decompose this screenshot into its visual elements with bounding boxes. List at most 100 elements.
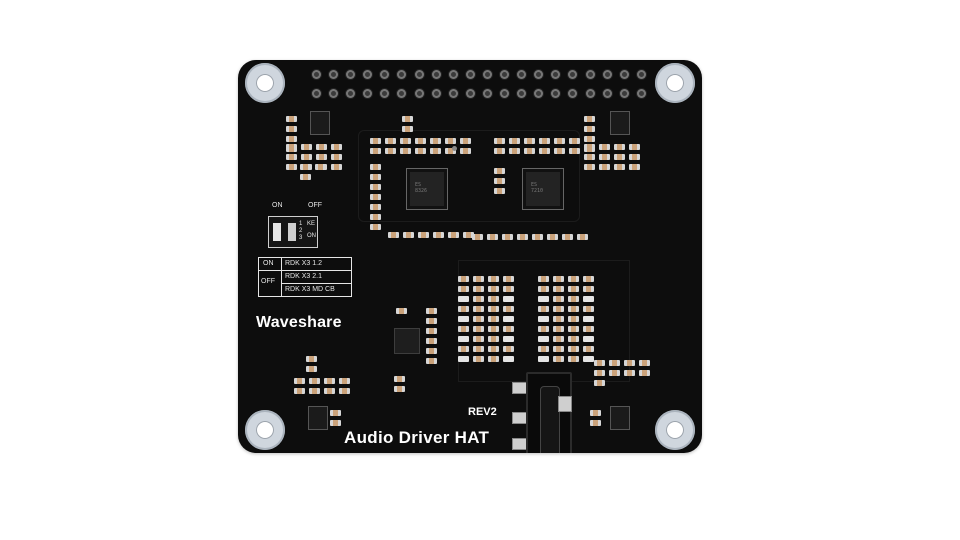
header-pin <box>329 70 339 79</box>
passive-components <box>294 378 354 394</box>
passive-components <box>388 232 478 238</box>
header-pin <box>636 70 646 79</box>
passive-components <box>402 116 414 132</box>
header-pin <box>397 89 407 98</box>
header-pin <box>551 89 561 98</box>
mounting-hole-bottom-right <box>655 410 695 450</box>
header-pin <box>568 70 578 79</box>
gpio-header-row-bottom <box>312 88 646 100</box>
header-pin <box>414 89 424 98</box>
audio-jack[interactable] <box>512 372 576 453</box>
header-pin <box>500 89 510 98</box>
header-pin <box>380 89 390 98</box>
passive-components <box>286 144 346 170</box>
header-pin <box>397 70 407 79</box>
header-pin <box>465 89 475 98</box>
passive-components <box>394 376 418 400</box>
passive-components <box>300 164 336 180</box>
mounting-hole-bottom-left <box>245 410 285 450</box>
header-pin <box>534 89 544 98</box>
header-pin <box>585 89 595 98</box>
dip-switch-lever-2[interactable] <box>288 223 296 241</box>
dip-switch[interactable]: 1 2 3 KE ON <box>268 216 318 248</box>
header-pin <box>431 89 441 98</box>
transistor-chip <box>610 111 630 135</box>
config-row-3-model: RDK X3 MD CB <box>285 286 335 293</box>
chip-marking: ES 7210 <box>531 182 544 194</box>
header-pin <box>312 70 321 79</box>
header-pin <box>636 89 646 98</box>
config-row-2-state: OFF <box>261 278 275 285</box>
header-pin <box>482 70 492 79</box>
config-row-1-state: ON <box>263 260 274 267</box>
pcb-trace <box>358 130 580 222</box>
dip-position-3: 3 <box>299 235 303 241</box>
mounting-hole-top-right <box>655 63 695 103</box>
header-pin <box>363 70 373 79</box>
passive-components <box>494 138 584 154</box>
dip-switch-lever-1[interactable] <box>273 223 281 241</box>
revision-label: REV2 <box>468 406 497 418</box>
passive-components <box>594 360 654 386</box>
brand-name: Waveshare <box>256 314 342 331</box>
fiducial-mark <box>452 146 457 151</box>
config-row-1-model: RDK X3 1.2 <box>285 260 322 267</box>
passive-components <box>472 234 592 240</box>
passive-components <box>584 144 644 170</box>
passive-components <box>370 164 386 244</box>
header-pin <box>448 89 458 98</box>
header-pin <box>363 89 373 98</box>
header-pin <box>329 89 339 98</box>
header-pin <box>380 70 390 79</box>
jack-port[interactable] <box>540 386 560 453</box>
output-filter-grid-left <box>458 276 522 362</box>
mounting-hole-top-left <box>245 63 285 103</box>
header-pin <box>602 89 612 98</box>
passive-components <box>590 410 606 426</box>
header-pin <box>517 70 527 79</box>
config-row-2-model: RDK X3 2.1 <box>285 273 322 280</box>
header-pin <box>534 70 544 79</box>
audio-codec-chip-right: ES 7210 <box>526 172 560 206</box>
passive-components <box>306 356 328 372</box>
header-pin <box>602 70 612 79</box>
amplifier-chip <box>394 328 420 354</box>
chip-marking: ES 8326 <box>415 182 428 194</box>
header-pin <box>585 70 595 79</box>
dip-off-label: OFF <box>308 202 322 209</box>
product-title: Audio Driver HAT <box>344 428 490 447</box>
header-pin <box>619 70 629 79</box>
transistor-chip <box>308 406 328 430</box>
header-pin <box>346 89 356 98</box>
dip-on-label: ON <box>272 202 283 209</box>
transistor-chip <box>310 111 330 135</box>
header-pin <box>312 89 321 98</box>
header-pin <box>482 89 492 98</box>
passive-components <box>426 308 446 378</box>
header-pin <box>431 70 441 79</box>
jack-pin <box>558 396 572 412</box>
header-pin <box>414 70 424 79</box>
passive-components <box>396 308 416 314</box>
header-pin <box>448 70 458 79</box>
header-pin <box>465 70 475 79</box>
gpio-header-row-top <box>312 69 646 81</box>
dip-on-vertical-label: ON <box>307 233 316 239</box>
passive-components <box>330 410 354 426</box>
header-pin <box>500 70 510 79</box>
passive-components <box>494 168 510 208</box>
dip-position-2: 2 <box>299 228 303 234</box>
audio-driver-hat-board: ES 8326 ES 7210 ON OFF 1 2 3 KE ON ON <box>238 60 702 453</box>
header-pin <box>517 89 527 98</box>
header-pin <box>551 70 561 79</box>
dip-ke-label: KE <box>307 221 316 227</box>
header-pin <box>568 89 578 98</box>
passive-components <box>370 138 480 154</box>
transistor-chip <box>610 406 630 430</box>
output-filter-grid-right <box>538 276 602 362</box>
header-pin <box>346 70 356 79</box>
audio-codec-chip-left: ES 8326 <box>410 172 444 206</box>
dip-position-1: 1 <box>299 221 303 227</box>
config-table: ON RDK X3 1.2 OFF RDK X3 2.1 RDK X3 MD C… <box>258 257 352 297</box>
header-pin <box>619 89 629 98</box>
